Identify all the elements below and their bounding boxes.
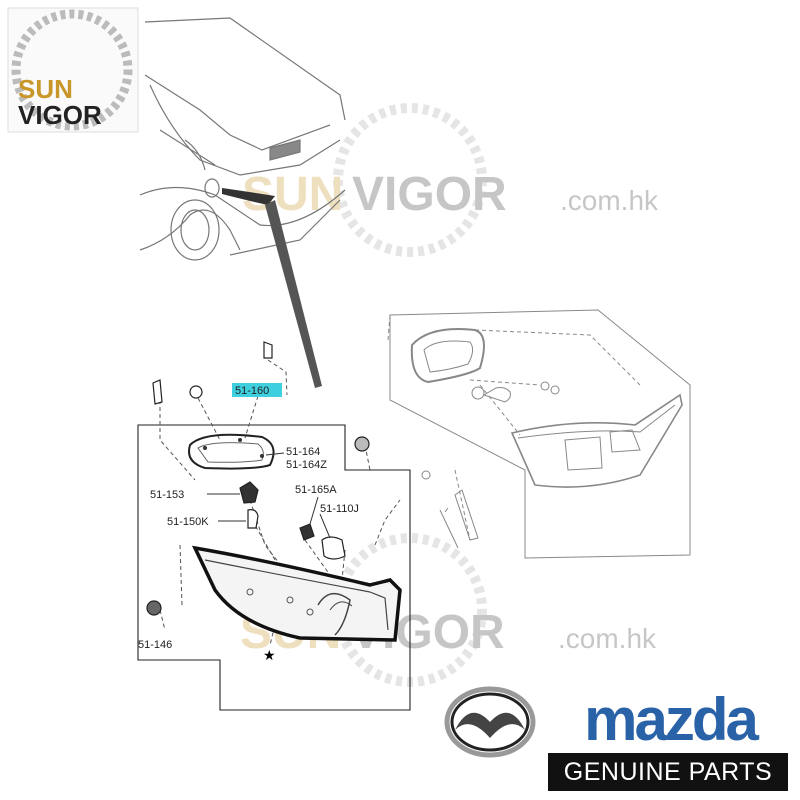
watermark-top: SUN VIGOR .com.hk	[242, 103, 659, 257]
callout-51-146: 51-146	[138, 639, 172, 651]
callout-51-110j: 51-110J	[320, 503, 359, 515]
svg-text:.com.hk: .com.hk	[560, 185, 659, 216]
svg-text:.com.hk: .com.hk	[558, 623, 657, 654]
callout-51-164z: 51-164Z	[286, 459, 327, 471]
star-marker: ★	[263, 648, 276, 664]
vehicle-rear-view	[139, 17, 346, 261]
callout-51-153: 51-153	[150, 489, 184, 501]
mazda-emblem	[444, 686, 536, 758]
mazda-wordmark: mazda	[584, 686, 759, 753]
nut-part	[354, 436, 370, 452]
logo-text-vigor: VIGOR	[18, 100, 102, 130]
callout-51-150k: 51-150K	[167, 516, 209, 528]
rear-combination-lamp	[191, 545, 402, 642]
sunvigor-logo: SUN VIGOR	[7, 7, 139, 133]
clip-part	[152, 379, 163, 405]
fastener-51-146	[146, 600, 162, 616]
callout-51-164: 51-164	[286, 446, 320, 458]
callout-51-160: 51-160	[235, 385, 269, 397]
socket-51-153	[239, 481, 259, 504]
highlight-box	[232, 383, 282, 397]
logo-text-sun: SUN	[18, 74, 73, 104]
socket-51-165a	[299, 523, 315, 541]
callout-leaders	[207, 452, 331, 539]
part-callouts: 51-160 51-164 51-164Z 51-165A 51-153 51-…	[138, 383, 359, 664]
bulb-51-110j	[321, 536, 346, 560]
small-hardware	[146, 341, 370, 616]
grommet-part	[189, 385, 203, 399]
svg-text:VIGOR: VIGOR	[352, 168, 507, 221]
gasket-part	[188, 433, 275, 470]
pointer-arrow	[265, 200, 322, 388]
highlighted-tail-lamp	[222, 188, 275, 205]
screw-part	[263, 341, 273, 359]
genuine-parts-banner: GENUINE PARTS	[548, 753, 788, 791]
bulb-51-150k	[247, 509, 259, 529]
inner-lamp-inset	[387, 309, 691, 559]
assembly-boundary	[137, 424, 411, 711]
callout-51-165a: 51-165A	[295, 484, 337, 496]
